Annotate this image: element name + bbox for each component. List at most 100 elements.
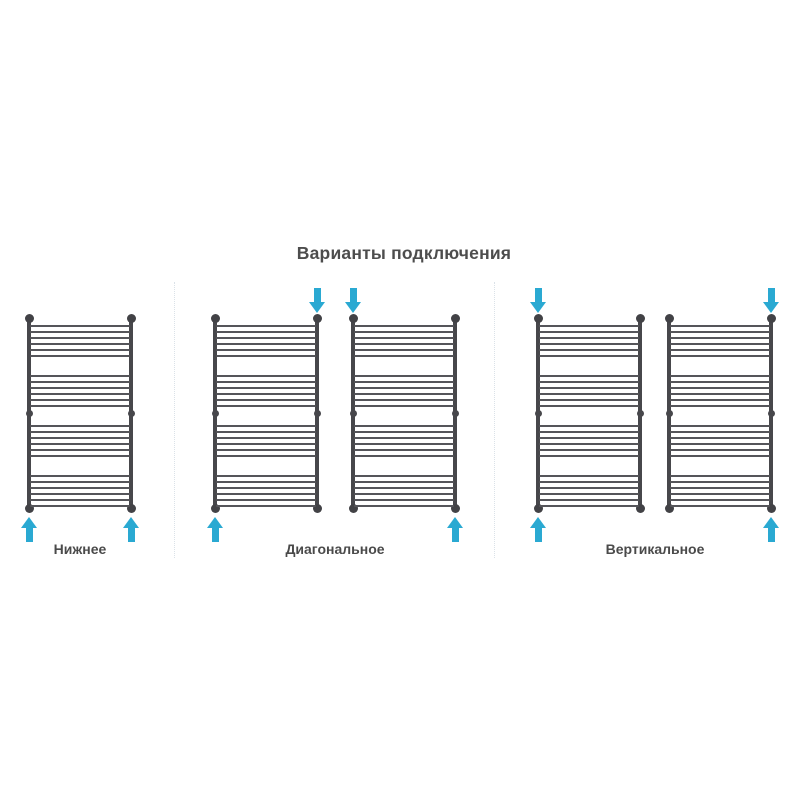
radiator-rung: [670, 386, 770, 390]
radiator-cap: [766, 313, 776, 323]
arrow-head: [345, 302, 361, 313]
radiator-rung: [539, 486, 639, 490]
radiator-rung: [216, 448, 316, 452]
radiator-rung: [30, 424, 130, 428]
arrow-head: [763, 302, 779, 313]
radiator-rung: [354, 474, 454, 478]
radiator-rung: [216, 454, 316, 458]
radiator-joint-dot: [313, 409, 321, 417]
radiator-cap: [312, 503, 322, 513]
radiator-rung: [216, 330, 316, 334]
radiator-rung: [216, 380, 316, 384]
radiator-rung: [30, 386, 130, 390]
radiator-rung: [30, 448, 130, 452]
radiator-rung: [30, 342, 130, 346]
radiator-rung: [30, 398, 130, 402]
radiator-joint-dot: [534, 409, 542, 417]
radiator-rung: [539, 348, 639, 352]
arrow-stem: [313, 288, 321, 303]
radiator-rung: [216, 436, 316, 440]
radiator-rung: [670, 492, 770, 496]
arrow-head: [309, 302, 325, 313]
radiator-rung: [539, 330, 639, 334]
arrow-stem: [534, 288, 542, 303]
section-label-vertical: Вертикальное: [605, 541, 705, 557]
radiator-rung: [216, 498, 316, 502]
radiator-rung: [539, 336, 639, 340]
radiator-rung: [30, 492, 130, 496]
radiator-cap: [533, 313, 543, 323]
radiator-rung: [539, 386, 639, 390]
flow-arrow-down-icon: [345, 288, 361, 313]
radiator-rung: [216, 348, 316, 352]
radiator-cap: [635, 503, 645, 513]
radiator-cap: [126, 503, 136, 513]
radiator-rung: [216, 374, 316, 378]
arrow-stem: [767, 288, 775, 303]
radiator-rung: [539, 354, 639, 358]
radiator-rung: [30, 354, 130, 358]
radiator-rung: [354, 392, 454, 396]
section-divider: [494, 282, 495, 558]
radiator-rung: [30, 324, 130, 328]
radiator-cap: [450, 503, 460, 513]
radiator-joint-dot: [25, 409, 33, 417]
radiator-rung: [354, 504, 454, 508]
arrow-stem: [349, 288, 357, 303]
radiator-rung: [30, 392, 130, 396]
radiator-rung: [30, 454, 130, 458]
radiator-rung: [30, 330, 130, 334]
arrow-stem: [127, 527, 135, 542]
radiator-rung: [539, 448, 639, 452]
radiator-joint-dot: [211, 409, 219, 417]
radiator-rung: [30, 430, 130, 434]
arrow-stem: [534, 527, 542, 542]
flow-arrow-down-icon: [763, 288, 779, 313]
radiator-rung: [539, 480, 639, 484]
flow-arrow-up-icon: [123, 517, 139, 542]
radiator-cap: [210, 313, 220, 323]
radiator-rung: [216, 492, 316, 496]
radiator-rung: [354, 386, 454, 390]
radiator-cap: [126, 313, 136, 323]
radiator-rung: [216, 430, 316, 434]
radiator-cap: [24, 313, 34, 323]
arrow-head: [447, 517, 463, 528]
radiator-cap: [210, 503, 220, 513]
flow-arrow-up-icon: [21, 517, 37, 542]
radiator-rung: [670, 380, 770, 384]
arrow-stem: [767, 527, 775, 542]
radiator-rung: [670, 448, 770, 452]
radiator-rung: [354, 492, 454, 496]
section-label-bottom: Нижнее: [53, 541, 107, 557]
radiator-rung: [30, 442, 130, 446]
radiator-rung: [354, 486, 454, 490]
radiator-cap: [664, 503, 674, 513]
radiator-rung: [539, 324, 639, 328]
radiator-rung: [216, 486, 316, 490]
radiator-rung: [354, 342, 454, 346]
radiator-rung: [216, 398, 316, 402]
arrow-head: [123, 517, 139, 528]
radiator-rung: [670, 454, 770, 458]
arrow-stem: [451, 527, 459, 542]
radiator-cap: [450, 313, 460, 323]
radiator-joint-dot: [665, 409, 673, 417]
radiator-rung: [354, 348, 454, 352]
radiator-rung: [539, 380, 639, 384]
arrow-head: [763, 517, 779, 528]
radiator-rung: [354, 380, 454, 384]
radiator-rung: [670, 330, 770, 334]
radiator-rung: [670, 404, 770, 408]
radiator-rung: [354, 480, 454, 484]
radiator-rung: [670, 348, 770, 352]
radiator-rung: [216, 324, 316, 328]
radiator-rung: [670, 374, 770, 378]
radiator-joint-dot: [127, 409, 135, 417]
radiator-cap: [348, 503, 358, 513]
radiator-rung: [539, 392, 639, 396]
radiator-rung: [30, 504, 130, 508]
radiator-rung: [670, 324, 770, 328]
radiator-rung: [216, 354, 316, 358]
arrow-head: [207, 517, 223, 528]
